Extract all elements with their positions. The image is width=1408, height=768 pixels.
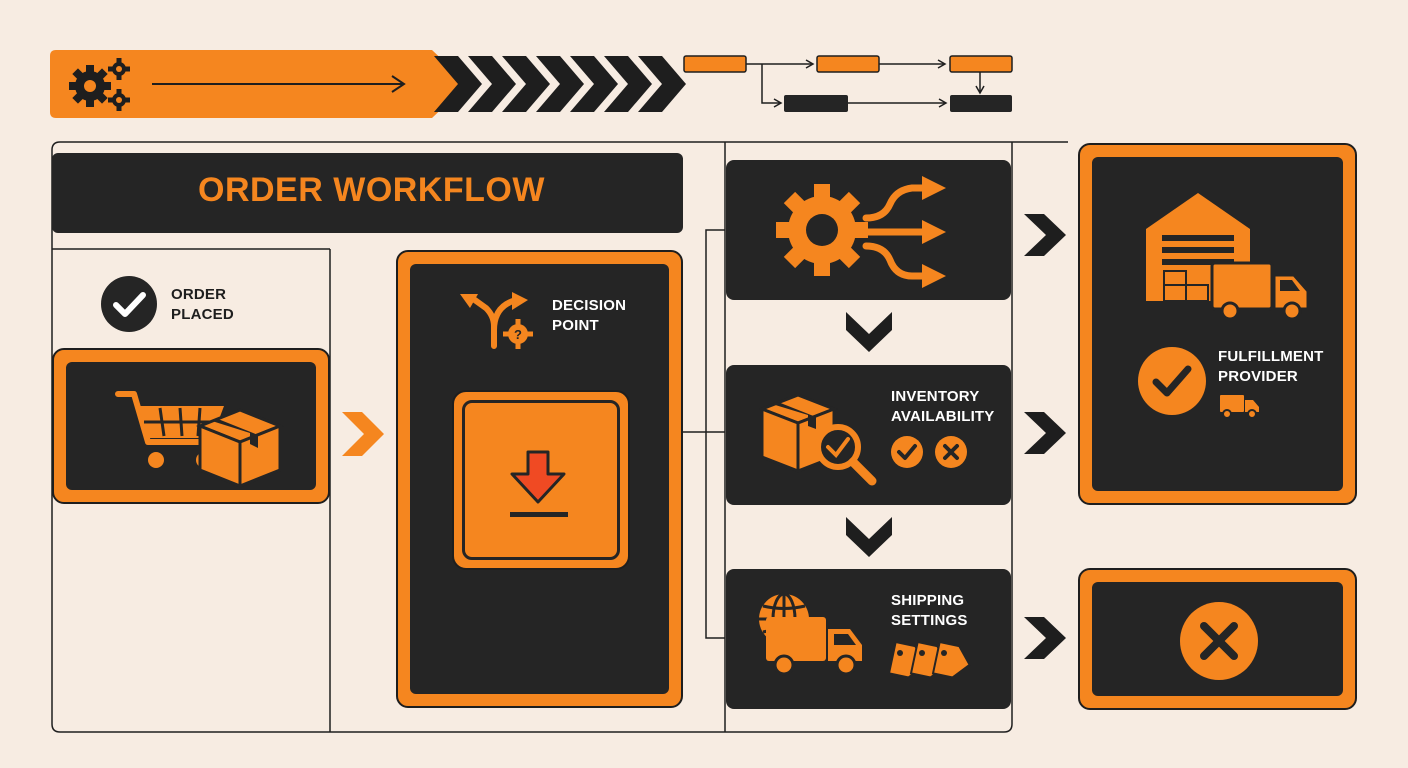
fork-arrow-icon: ? <box>460 292 533 349</box>
chevron-down-icon <box>846 517 892 557</box>
check-circle-icon <box>1138 347 1206 415</box>
decision-point-card[interactable]: ? DECISION POINT <box>396 250 683 708</box>
mini-flow-diagram <box>683 55 1013 112</box>
fulfillment-provider-label: FULFILLMENT PROVIDER <box>1218 348 1324 385</box>
close-circle-icon <box>935 436 967 468</box>
chevron-right-icon <box>1024 412 1066 454</box>
shipping-settings-label: SHIPPING SETTINGS <box>891 592 968 629</box>
check-circle-icon <box>891 436 923 468</box>
close-circle-icon <box>1180 602 1258 680</box>
download-icon <box>510 450 568 517</box>
inventory-availability-card[interactable]: INVENTORY AVAILABILITY <box>726 365 1011 505</box>
chevron-right-icon <box>1024 214 1066 256</box>
check-circle-icon <box>101 276 157 332</box>
truck-icon <box>766 617 862 676</box>
warehouse-icon <box>1146 193 1310 319</box>
banner-arrow-graphic <box>50 50 686 118</box>
order-placed-card[interactable] <box>52 348 330 504</box>
chevron-down-icon <box>846 312 892 352</box>
chevron-right-icon <box>1024 617 1066 659</box>
decision-point-label: DECISION POINT <box>552 297 627 334</box>
gear-split-icon <box>776 176 946 288</box>
package-icon <box>195 408 285 489</box>
gears-icon <box>69 58 130 111</box>
shipping-settings-card[interactable]: SHIPPING SETTINGS <box>726 569 1011 709</box>
download-button[interactable] <box>452 390 630 570</box>
order-placed-label: ORDER PLACED <box>171 286 234 323</box>
inventory-availability-label: INVENTORY AVAILABILITY <box>891 388 995 425</box>
chevron-right-icon <box>342 412 384 456</box>
magnifier-icon <box>758 393 877 486</box>
diagram-title: ORDER WORKFLOW <box>198 171 545 209</box>
truck-icon <box>1220 395 1259 419</box>
tags-icon <box>890 640 971 679</box>
fulfillment-provider-card[interactable]: FULFILLMENT PROVIDER <box>1078 143 1357 505</box>
order-rejected-card[interactable] <box>1078 568 1357 710</box>
svg-text:?: ? <box>514 327 522 342</box>
process-routing-card[interactable] <box>726 160 1011 300</box>
title-bar: ORDER WORKFLOW <box>52 153 683 233</box>
